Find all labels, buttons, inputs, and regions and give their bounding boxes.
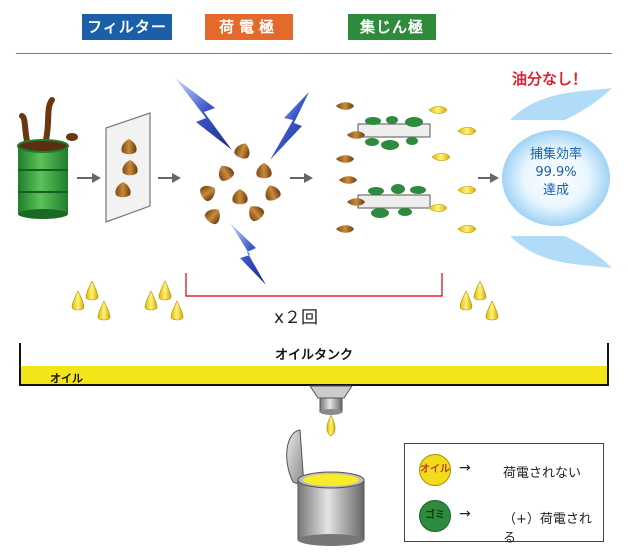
oil-drum <box>17 97 78 219</box>
efficiency-label: 捕集効率 <box>529 147 582 162</box>
charged-droplets <box>198 140 282 227</box>
legend-text-dust: （+）荷電される <box>503 512 592 546</box>
legend-arrow: → <box>459 460 471 476</box>
legend-item-oil: オイル → 荷電されない <box>405 454 603 488</box>
repeat-bracket <box>185 273 443 297</box>
flow-arrow-4 <box>478 173 499 183</box>
legend-arrow: → <box>459 506 471 522</box>
legend: オイル → 荷電されない ゴミ → （+）荷電される <box>404 443 604 546</box>
legend-text-oil: 荷電されない <box>503 466 582 481</box>
repeat-count: x２回 <box>274 308 319 328</box>
clean-air-glow <box>502 88 612 268</box>
filter-plate <box>105 112 151 223</box>
oil-tank-title: オイルタンク <box>274 348 353 363</box>
oil-marker: オイル <box>419 454 451 486</box>
no-oil-label: 油分なし！ <box>512 70 588 88</box>
legend-item-dust: ゴミ → （+）荷電される <box>405 500 603 546</box>
collection-electrodes <box>336 102 477 233</box>
flow-arrow-1 <box>77 173 101 183</box>
efficiency-achieved: 達成 <box>542 183 569 198</box>
oil-tank <box>19 343 609 386</box>
flow-arrow-3 <box>290 173 313 183</box>
flow-arrow-2 <box>158 173 181 183</box>
filter-tag: フィルター <box>82 14 172 40</box>
collection-can <box>286 429 365 546</box>
lightning-bolts <box>175 78 309 285</box>
header-divider <box>16 53 612 54</box>
drain-spout <box>309 385 353 437</box>
dust-marker: ゴミ <box>419 500 451 532</box>
charge-electrode-tag: 荷電極 <box>205 14 293 40</box>
collection-electrode-tag: 集じん極 <box>348 14 436 40</box>
oil-tank-oil-label: オイル <box>50 372 83 385</box>
efficiency-value: 99.9% <box>535 165 577 180</box>
efficiency-callout: 捕集効率 99.9% 達成 <box>502 146 610 200</box>
